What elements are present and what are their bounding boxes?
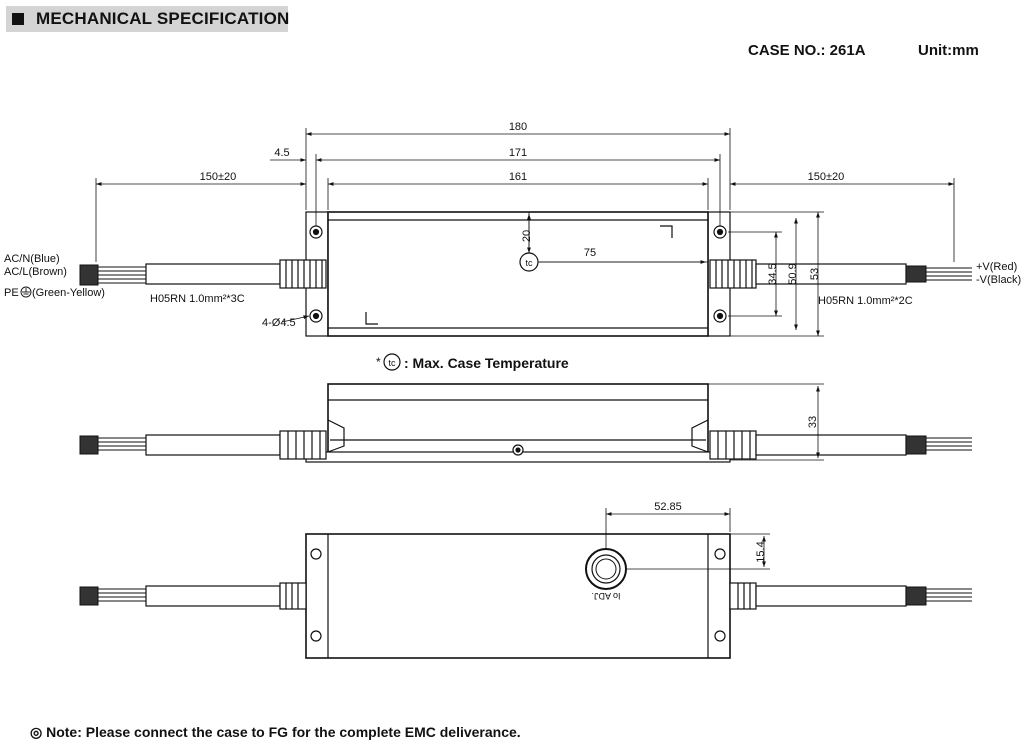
- header-square-icon: [12, 13, 24, 25]
- input-wire-ends: [79, 264, 146, 286]
- top-view: [79, 211, 972, 337]
- bottom-output-cable: [755, 585, 907, 607]
- dim-adjust-offset-y: 15.4: [755, 541, 767, 562]
- bottom-view-dimensions: [605, 508, 770, 570]
- top-view-dimensions: [95, 128, 955, 337]
- adjust-label: Io ADJ.: [591, 591, 620, 601]
- dim-input-cable: 150±20: [200, 171, 237, 183]
- wire-label-positive: +V(Red): [976, 261, 1017, 273]
- dim-hole-spacing-v: 34.5: [767, 263, 779, 284]
- side-view: [79, 383, 972, 463]
- output-strain-relief: [709, 259, 757, 289]
- ground-icon: [20, 286, 32, 298]
- emc-note: ◎ Note: Please connect the case to FG fo…: [30, 724, 521, 740]
- dim-overall-length: 180: [509, 121, 527, 133]
- dim-body-length: 161: [509, 171, 527, 183]
- dim-width: 53: [809, 268, 821, 280]
- output-wire-ends: [905, 265, 972, 283]
- dim-mount-holes: 4-Ø4.5: [262, 317, 296, 329]
- input-cable-spec: H05RN 1.0mm²*3C: [150, 293, 245, 305]
- case-bottom: [305, 533, 731, 659]
- bottom-hole: [714, 630, 726, 642]
- side-view-dimensions: [708, 383, 824, 461]
- mount-hole: [309, 309, 323, 323]
- side-input-cable: [145, 434, 281, 456]
- bottom-input-cable: [145, 585, 281, 607]
- bottom-view: [79, 533, 972, 659]
- dim-hole-span-v: 50.9: [787, 263, 799, 284]
- dim-output-cable: 150±20: [808, 171, 845, 183]
- tc-symbol: tc: [525, 258, 533, 268]
- unit-label: Unit:mm: [918, 42, 979, 59]
- section-header: MECHANICAL SPECIFICATION: [6, 6, 290, 32]
- section-title: MECHANICAL SPECIFICATION: [36, 9, 290, 28]
- side-output-cable: [755, 434, 907, 456]
- dim-tc-offset-x: 75: [584, 247, 596, 259]
- wire-label-pe-prefix: PE: [4, 287, 19, 299]
- bottom-hole: [310, 630, 322, 642]
- input-cable: [145, 263, 281, 285]
- input-strain-relief: [279, 259, 327, 289]
- bottom-hole: [714, 548, 726, 560]
- case-number: CASE NO.: 261A: [748, 42, 866, 59]
- mount-hole: [713, 309, 727, 323]
- case-body: [327, 211, 709, 337]
- tc-legend-text: : Max. Case Temperature: [404, 355, 569, 371]
- tc-legend-star: *: [376, 355, 381, 369]
- dim-adjust-offset-x: 52.85: [654, 501, 682, 513]
- wire-label-line: AC/L(Brown): [4, 266, 67, 278]
- wire-label-neutral: AC/N(Blue): [4, 253, 60, 265]
- dim-edge-offset: 4.5: [274, 147, 289, 159]
- bottom-hole: [310, 548, 322, 560]
- wire-label-pe-suffix: (Green-Yellow): [32, 287, 105, 299]
- dim-tc-offset-y: 20: [521, 230, 533, 242]
- dim-hole-pitch: 171: [509, 147, 527, 159]
- tc-legend-icon: [383, 353, 401, 371]
- dim-height: 33: [807, 416, 819, 428]
- output-cable-spec: H05RN 1.0mm²*2C: [818, 295, 913, 307]
- wire-label-negative: -V(Black): [976, 274, 1021, 286]
- tc-legend-symbol: tc: [388, 358, 396, 368]
